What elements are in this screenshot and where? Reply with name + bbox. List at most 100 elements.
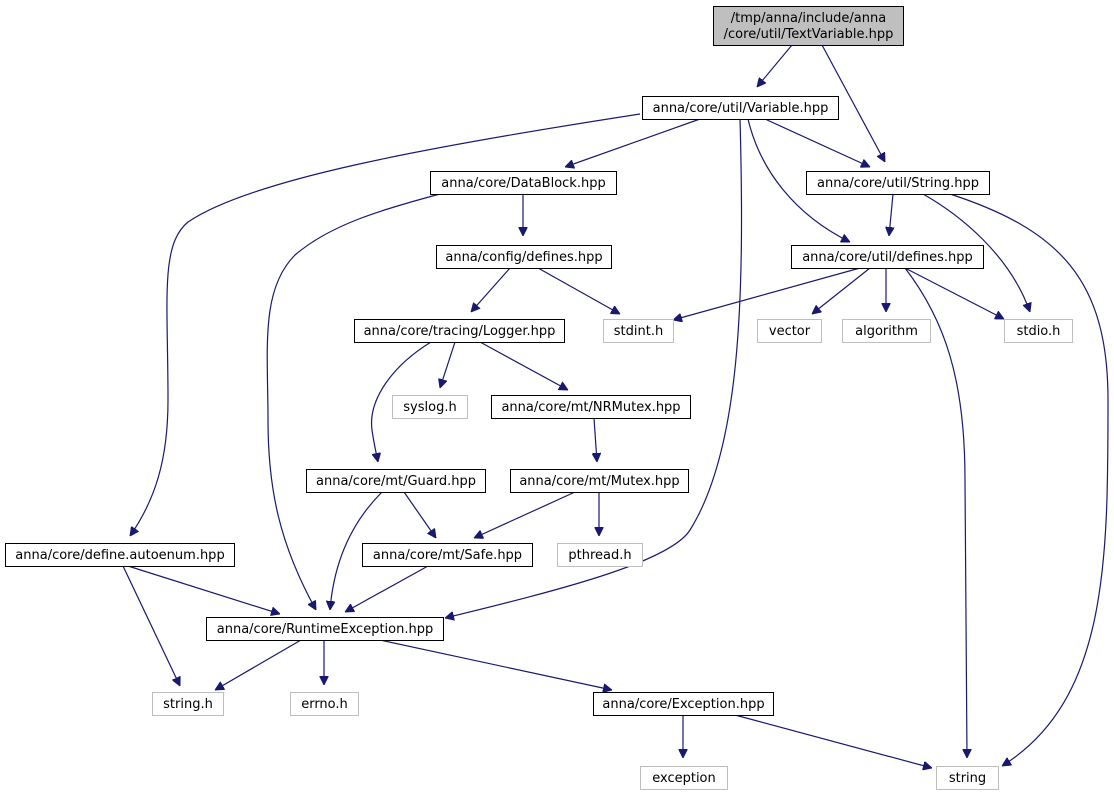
- node-label: string.h: [163, 697, 213, 712]
- edge-logger-to-guard: [370, 341, 432, 462]
- node-label: anna/core/mt/Guard.hpp: [316, 474, 476, 489]
- node-datablock[interactable]: anna/core/DataBlock.hpp: [430, 171, 617, 195]
- edge-util-string-to-string: [949, 193, 1109, 766]
- node-label: /tmp/anna/include/anna: [731, 11, 886, 26]
- node-box: [806, 171, 990, 195]
- edge-mutex-to-safe: [474, 491, 576, 538]
- node-box: [791, 245, 984, 269]
- edge-root-to-variable: [757, 44, 793, 87]
- node-box: [510, 469, 689, 493]
- node-label: syslog.h: [403, 400, 456, 415]
- node-syslog: syslog.h: [392, 395, 468, 419]
- edge-variable-to-runtime-exc: [445, 118, 743, 618]
- node-label: pthread.h: [568, 548, 631, 563]
- node-box: [642, 96, 839, 120]
- edge-util-defines-to-stdint: [673, 267, 861, 320]
- nodes-layer: /tmp/anna/include/anna/core/util/TextVar…: [5, 6, 1073, 790]
- node-label: stdint.h: [614, 324, 663, 339]
- node-label: anna/core/mt/Mutex.hpp: [519, 474, 679, 489]
- node-errno: errno.h: [290, 692, 359, 716]
- node-box: [436, 245, 612, 269]
- node-box: [306, 469, 486, 493]
- node-box: [603, 319, 674, 343]
- node-mutex[interactable]: anna/core/mt/Mutex.hpp: [510, 469, 689, 493]
- node-box: [557, 543, 643, 567]
- edge-exception-hpp-to-string: [734, 714, 932, 768]
- edge-autoenum-to-runtime-exc: [127, 565, 280, 614]
- node-box: [152, 692, 224, 716]
- edges-layer: [122, 44, 1109, 768]
- node-box: [491, 395, 691, 419]
- node-label: anna/core/mt/Safe.hpp: [373, 548, 522, 563]
- edge-util-defines-to-string: [904, 267, 967, 758]
- node-variable[interactable]: anna/core/util/Variable.hpp: [642, 96, 839, 120]
- edge-util-defines-to-vector: [812, 267, 871, 314]
- node-guard[interactable]: anna/core/mt/Guard.hpp: [306, 469, 486, 493]
- node-box: [640, 766, 728, 790]
- node-label: anna/core/DataBlock.hpp: [441, 176, 605, 191]
- node-pthread: pthread.h: [557, 543, 643, 567]
- edge-config-defines-to-stdint: [537, 267, 620, 315]
- node-label: anna/core/util/defines.hpp: [802, 250, 973, 265]
- node-config-defines[interactable]: anna/config/defines.hpp: [436, 245, 612, 269]
- node-box: [1004, 319, 1073, 343]
- node-label: anna/core/tracing/Logger.hpp: [364, 324, 556, 339]
- node-box: [936, 766, 999, 790]
- edge-datablock-to-runtime-exc: [266, 193, 441, 610]
- node-box: [392, 395, 468, 419]
- edge-variable-to-datablock: [565, 118, 701, 167]
- node-label: stdio.h: [1017, 324, 1061, 339]
- node-label: /core/util/TextVariable.hpp: [724, 27, 894, 42]
- node-box: [354, 319, 565, 343]
- node-safe[interactable]: anna/core/mt/Safe.hpp: [362, 543, 533, 567]
- node-box: [362, 543, 533, 567]
- node-exception: exception: [640, 766, 728, 790]
- node-box: [757, 319, 822, 343]
- edge-variable-to-util-defines: [747, 118, 850, 243]
- edge-nrmutex-to-mutex: [594, 417, 597, 462]
- node-exception-hpp[interactable]: anna/core/Exception.hpp: [593, 692, 774, 716]
- node-label: exception: [652, 771, 716, 786]
- node-label: anna/core/util/String.hpp: [817, 176, 979, 191]
- edge-config-defines-to-logger: [471, 267, 511, 312]
- edge-variable-to-util-string: [764, 118, 870, 167]
- node-box: [593, 692, 774, 716]
- node-label: anna/core/Exception.hpp: [602, 697, 764, 712]
- node-box: [5, 543, 235, 567]
- node-label: algorithm: [855, 324, 918, 339]
- node-label: anna/core/mt/NRMutex.hpp: [501, 400, 680, 415]
- node-label: errno.h: [301, 697, 348, 712]
- node-stdint: stdint.h: [603, 319, 674, 343]
- node-box: [206, 617, 444, 641]
- node-label: string: [949, 771, 986, 786]
- node-label: anna/core/RuntimeException.hpp: [217, 622, 433, 637]
- edge-safe-to-runtime-exc: [345, 565, 429, 613]
- edge-guard-to-safe: [403, 491, 436, 538]
- node-box: [430, 171, 617, 195]
- node-box: [713, 6, 904, 46]
- edge-util-string-to-stdio: [922, 193, 1030, 312]
- edge-util-defines-to-stdio: [904, 267, 1004, 320]
- edge-variable-to-autoenum: [130, 113, 641, 536]
- node-util-string[interactable]: anna/core/util/String.hpp: [806, 171, 990, 195]
- node-vector: vector: [757, 319, 822, 343]
- node-box: [290, 692, 359, 716]
- edge-runtime-exc-to-string-h: [215, 639, 302, 691]
- edge-logger-to-nrmutex: [479, 341, 568, 391]
- node-stdio: stdio.h: [1004, 319, 1073, 343]
- node-string: string: [936, 766, 999, 790]
- node-logger[interactable]: anna/core/tracing/Logger.hpp: [354, 319, 565, 343]
- edge-logger-to-syslog: [440, 341, 456, 388]
- node-util-defines[interactable]: anna/core/util/defines.hpp: [791, 245, 984, 269]
- node-label: vector: [769, 324, 811, 339]
- node-label: anna/core/util/Variable.hpp: [653, 101, 829, 116]
- node-autoenum[interactable]: anna/core/define.autoenum.hpp: [5, 543, 235, 567]
- node-root[interactable]: /tmp/anna/include/anna/core/util/TextVar…: [713, 6, 904, 46]
- node-runtime-exc[interactable]: anna/core/RuntimeException.hpp: [206, 617, 444, 641]
- node-label: anna/config/defines.hpp: [445, 250, 602, 265]
- node-nrmutex[interactable]: anna/core/mt/NRMutex.hpp: [491, 395, 691, 419]
- edge-root-to-util-string: [821, 44, 886, 162]
- node-box: [842, 319, 931, 343]
- node-string-h: string.h: [152, 692, 224, 716]
